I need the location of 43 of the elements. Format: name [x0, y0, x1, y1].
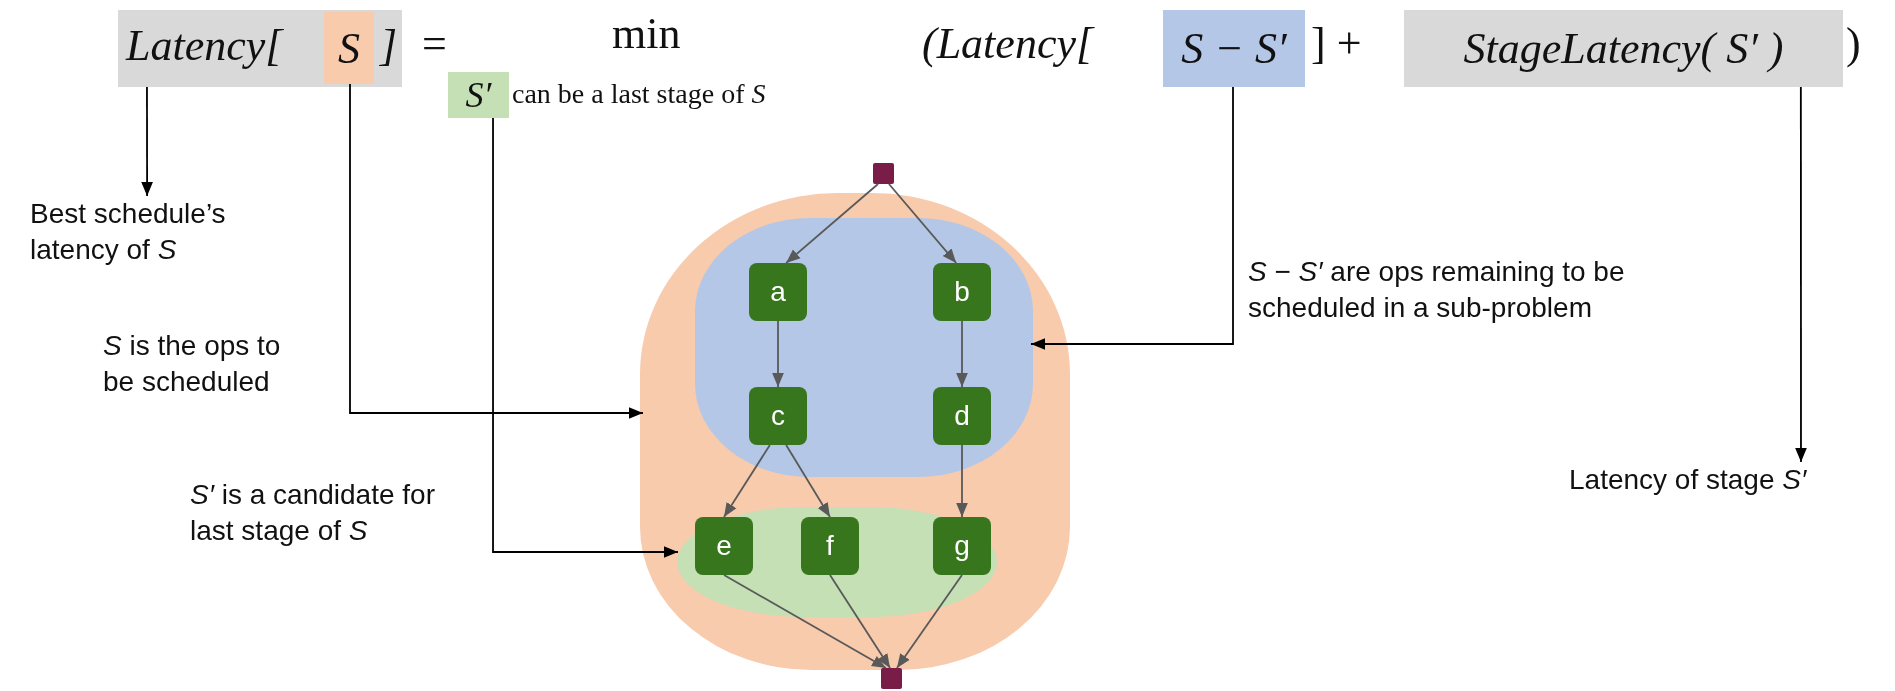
formula-subscript: can be a last stage of S	[512, 78, 766, 110]
formula-text: ]	[380, 20, 398, 71]
op-node: g	[933, 517, 991, 575]
formula-box	[118, 10, 402, 87]
terminal-square	[881, 668, 902, 689]
formula-text: )	[1846, 18, 1861, 69]
arrow	[349, 83, 644, 419]
arrow	[888, 183, 958, 264]
annotation-text: S is the ops to be scheduled	[103, 329, 282, 399]
op-node: f	[801, 517, 859, 575]
op-node: c	[749, 387, 807, 445]
op-node: b	[933, 263, 991, 321]
formula-text: min	[612, 8, 681, 59]
arrow	[1795, 86, 1807, 463]
annotation-text: S − S′ are ops remaining to be scheduled in a sub-problem	[1248, 255, 1626, 325]
formula-text: ] +	[1311, 18, 1362, 69]
op-node: e	[695, 517, 753, 575]
arrow	[1030, 86, 1234, 350]
arrow	[141, 86, 153, 197]
terminal-square	[873, 163, 894, 184]
arrow	[772, 320, 784, 388]
formula-box: StageLatency( S′ )	[1404, 10, 1843, 87]
equals-sign: =	[422, 18, 447, 69]
arrow	[723, 444, 771, 518]
op-node: a	[749, 263, 807, 321]
formula-text: Latency[	[126, 20, 283, 71]
arrow	[956, 320, 968, 388]
annotation-text: S′ is a candidate for last stage of S	[190, 478, 436, 548]
formula-highlight: S′	[448, 72, 509, 118]
annotation-text: Best schedule’s latency of S	[30, 196, 275, 276]
arrow	[829, 574, 891, 669]
arrow	[956, 444, 968, 518]
formula-text: (Latency[	[922, 18, 1094, 69]
arrow	[785, 183, 879, 264]
annotation-text: Latency of stage S′	[1569, 462, 1889, 512]
arrow	[785, 444, 831, 518]
region-blob	[695, 218, 1033, 477]
arrow	[723, 574, 887, 669]
op-node: d	[933, 387, 991, 445]
arrow	[492, 117, 679, 558]
formula-highlight: S − S′	[1163, 10, 1305, 87]
formula-highlight: S	[324, 12, 374, 84]
arrow	[896, 574, 963, 669]
